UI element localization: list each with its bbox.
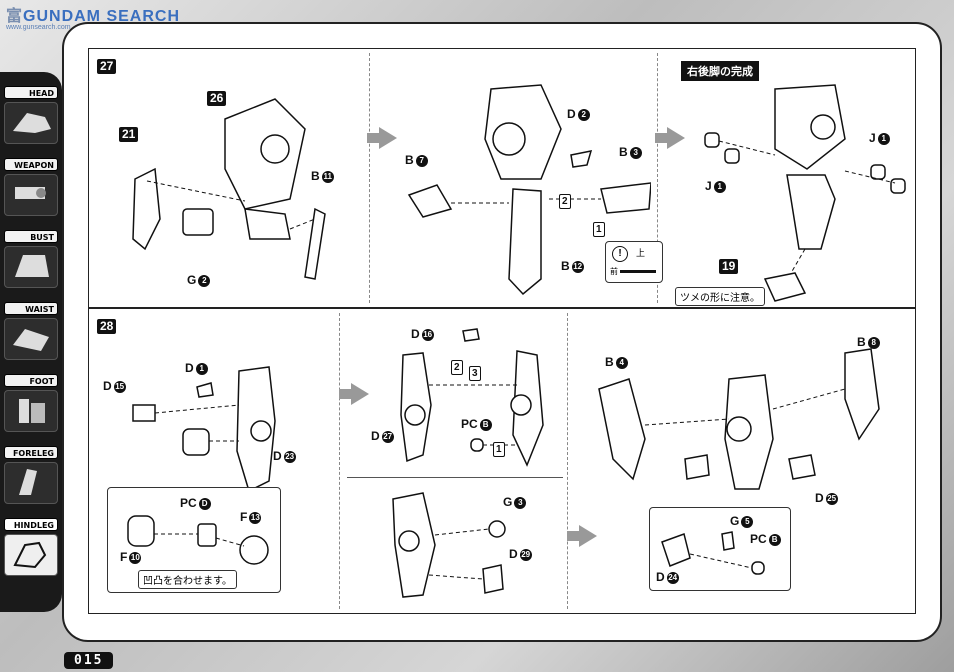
sidebar-item-label: HEAD — [4, 86, 58, 99]
weapon-icon — [4, 174, 58, 216]
alignment-note: 凹凸を合わせます。 — [138, 570, 237, 589]
step28-middle-top-drawing — [400, 328, 544, 467]
watermark-url: www.gunsearch.com — [6, 24, 71, 31]
head-icon — [4, 102, 58, 144]
sidebar-item-foreleg[interactable]: FORELEG — [4, 446, 58, 504]
step-arrow-icon — [339, 383, 369, 405]
caution-icon: ! — [612, 246, 628, 262]
sidebar-item-hindleg[interactable]: HINDLEG — [4, 518, 58, 576]
step-divider — [89, 307, 915, 309]
part-callout-26: 26 — [207, 91, 227, 106]
front-note: 前 — [610, 267, 618, 276]
order-marker-3: 3 — [469, 365, 481, 381]
watermark-logo: 富GUNDAM SEARCH www.gunsearch.com — [6, 2, 180, 31]
foot-icon — [4, 390, 58, 432]
step27-assembly-drawing — [132, 98, 326, 280]
foreleg-icon — [4, 462, 58, 504]
panel-separator — [657, 53, 658, 303]
part-callout-21: 21 — [119, 127, 139, 142]
pc-b-assembly-drawing — [661, 531, 765, 575]
sidebar-item-head[interactable]: HEAD — [4, 86, 58, 144]
orientation-note: ! 上 前 — [605, 241, 663, 283]
sidebar-item-foot[interactable]: FOOT — [4, 374, 58, 432]
step27-complete-drawing — [704, 84, 906, 302]
order-marker-2: 2 — [451, 359, 463, 375]
sidebar-item-waist[interactable]: WAIST — [4, 302, 58, 360]
step-arrow-icon — [367, 127, 397, 149]
step-arrow-icon — [655, 127, 685, 149]
step28-left-drawing — [132, 366, 276, 493]
sidebar-item-weapon[interactable]: WEAPON — [4, 158, 58, 216]
step27-middle-drawing — [407, 84, 651, 296]
hindleg-icon — [4, 534, 58, 576]
sidebar-item-label: BUST — [4, 230, 58, 243]
step28-middle-bottom-drawing — [392, 492, 506, 598]
order-marker-1: 1 — [593, 221, 605, 237]
sidebar-item-label: WEAPON — [4, 158, 58, 171]
claw-shape-note: ツメの形に注意。 — [675, 287, 765, 306]
sidebar-item-label: WAIST — [4, 302, 58, 315]
sidebar-item-bust[interactable]: BUST — [4, 230, 58, 288]
section-sidebar: HEAD WEAPON BUST WAIST FOOT FORELEG HIND… — [0, 72, 62, 612]
step28-right-drawing — [598, 348, 880, 490]
part-callout-19: 19 — [719, 259, 739, 274]
waist-icon — [4, 318, 58, 360]
sub-panel-divider — [347, 477, 563, 478]
order-marker-2: 2 — [559, 193, 571, 209]
sidebar-item-label: FORELEG — [4, 446, 58, 459]
rod-icon — [620, 270, 656, 273]
order-marker-1: 1 — [493, 441, 505, 457]
bust-icon — [4, 246, 58, 288]
panel-separator — [369, 53, 370, 303]
page-number: 015 — [64, 652, 114, 669]
step-number-28: 28 — [97, 319, 117, 334]
step-number-27: 27 — [97, 59, 117, 74]
step-arrow-icon — [567, 525, 597, 547]
up-note: 上 — [636, 248, 646, 258]
watermark-text: GUNDAM SEARCH — [23, 8, 181, 25]
sidebar-item-label: FOOT — [4, 374, 58, 387]
watermark-prefix: 富 — [6, 8, 24, 25]
completion-title: 右後脚の完成 — [681, 61, 759, 81]
pc-assembly-drawing — [127, 515, 269, 565]
panel-separator — [339, 313, 340, 609]
sidebar-item-label: HINDLEG — [4, 518, 58, 531]
panel-separator — [567, 313, 568, 609]
